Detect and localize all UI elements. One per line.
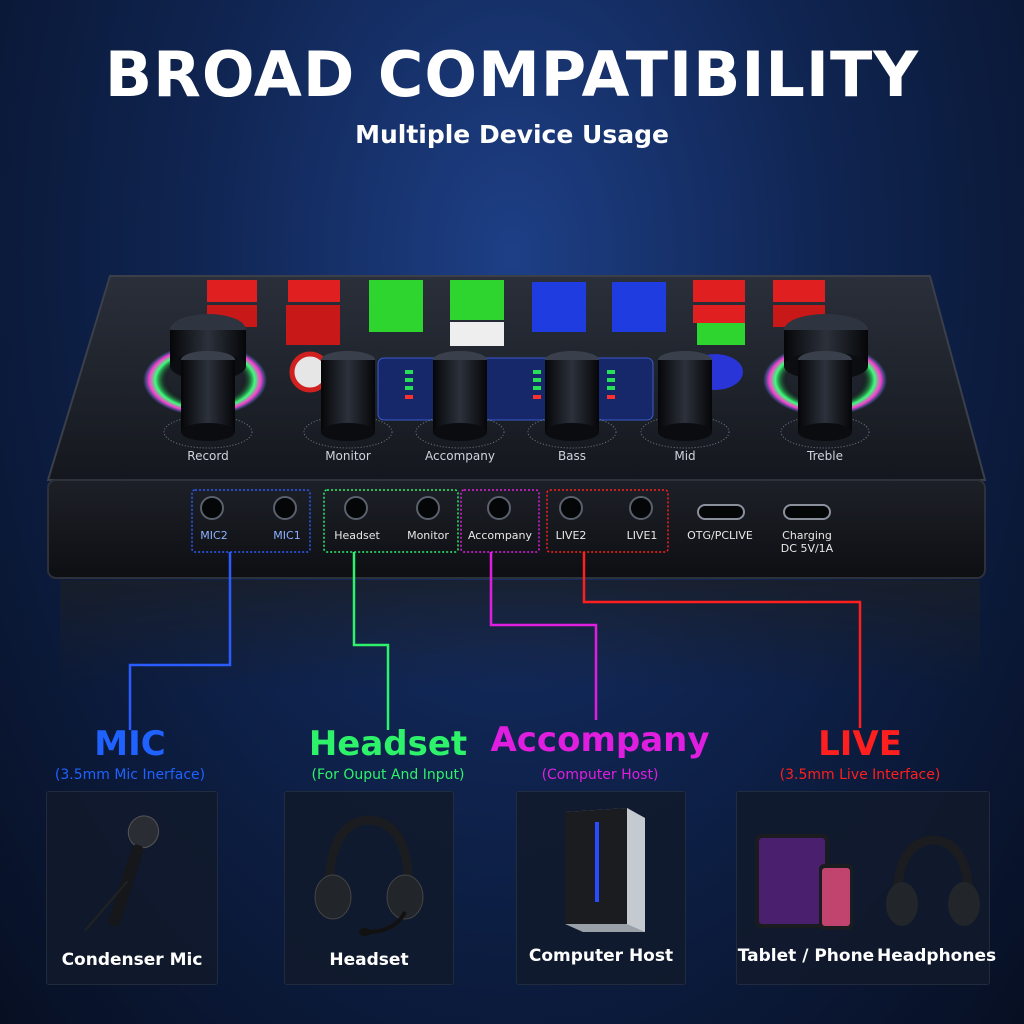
category-subtitle-headset: (For Ouput And Input) xyxy=(311,767,465,783)
knob-label-mid: Mid xyxy=(674,449,695,463)
card-label-tablet-phone: Tablet / Phone xyxy=(737,946,875,966)
accompany-connector-line xyxy=(489,552,598,720)
knob-bass xyxy=(527,351,617,449)
port-label-otg: OTG/PCLIVE xyxy=(687,529,753,542)
monitor-jack xyxy=(416,496,440,520)
live2-jack xyxy=(559,496,583,520)
knob-label-accompany: Accompany xyxy=(425,449,495,463)
category-title-accompany: Accompany xyxy=(490,720,710,760)
knob-label-record: Record xyxy=(187,449,228,463)
knob-label-bass: Bass xyxy=(558,449,586,463)
live1-jack xyxy=(629,496,653,520)
mic-connector-line xyxy=(128,552,232,730)
port-label-live2: LIVE2 xyxy=(556,529,587,542)
card-computer-host: Computer Host xyxy=(516,791,686,985)
category-title-mic: MIC xyxy=(94,724,166,764)
headset-icon xyxy=(314,815,424,936)
otg-port xyxy=(697,504,745,520)
category-title-live: LIVE xyxy=(818,724,902,764)
computer-tower-icon xyxy=(565,808,645,932)
live-port-group xyxy=(546,489,669,553)
category-subtitle-mic: (3.5mm Mic Inerface) xyxy=(54,767,206,783)
card-label-headset: Headset xyxy=(329,950,409,970)
mic-port-group xyxy=(191,489,311,553)
headset-connector-line xyxy=(352,552,390,730)
card-label-computer-host: Computer Host xyxy=(528,946,674,966)
page-subtitle: Multiple Device Usage xyxy=(355,120,669,149)
card-label-condenser-mic: Condenser Mic xyxy=(61,950,203,970)
knob-record xyxy=(163,351,253,449)
category-subtitle-live: (3.5mm Live Interface) xyxy=(779,767,941,783)
category-subtitle-accompany: (Computer Host) xyxy=(541,767,659,783)
accompany-port-group xyxy=(460,489,540,553)
category-title-headset: Headset xyxy=(308,724,468,764)
page-title: BROAD COMPATIBILITY xyxy=(104,38,920,111)
port-label-monitor: Monitor xyxy=(407,529,449,542)
knob-label-monitor: Monitor xyxy=(325,449,371,463)
accompany-jack xyxy=(487,496,511,520)
port-label-charging-1: Charging xyxy=(782,529,832,542)
live-connector-line xyxy=(582,552,862,728)
port-label-mic2: MIC2 xyxy=(200,529,227,542)
knob-mid xyxy=(640,351,730,449)
headset-jack xyxy=(344,496,368,520)
port-label-headset: Headset xyxy=(334,529,380,542)
knob-monitor xyxy=(303,351,393,449)
port-label-mic1: MIC1 xyxy=(273,529,300,542)
card-condenser-mic: Condenser Mic xyxy=(46,791,218,985)
mic1-jack xyxy=(273,496,297,520)
port-label-charging-2: DC 5V/1A xyxy=(781,542,834,555)
headset-port-group xyxy=(323,489,459,553)
tablet-phone-icon xyxy=(755,834,980,930)
port-label-live1: LIVE1 xyxy=(627,529,658,542)
microphone-icon xyxy=(84,815,160,932)
card-headset: Headset xyxy=(284,791,454,985)
knob-label-treble: Treble xyxy=(806,449,843,463)
charging-port xyxy=(783,504,831,520)
card-label-headphones: Headphones xyxy=(877,946,997,966)
port-label-accompany: Accompany xyxy=(468,529,533,542)
knob-treble xyxy=(780,351,870,449)
knob-accompany xyxy=(415,351,505,449)
mic2-jack xyxy=(200,496,224,520)
card-tablet-headphones: Tablet / Phone Headphones xyxy=(736,791,997,985)
